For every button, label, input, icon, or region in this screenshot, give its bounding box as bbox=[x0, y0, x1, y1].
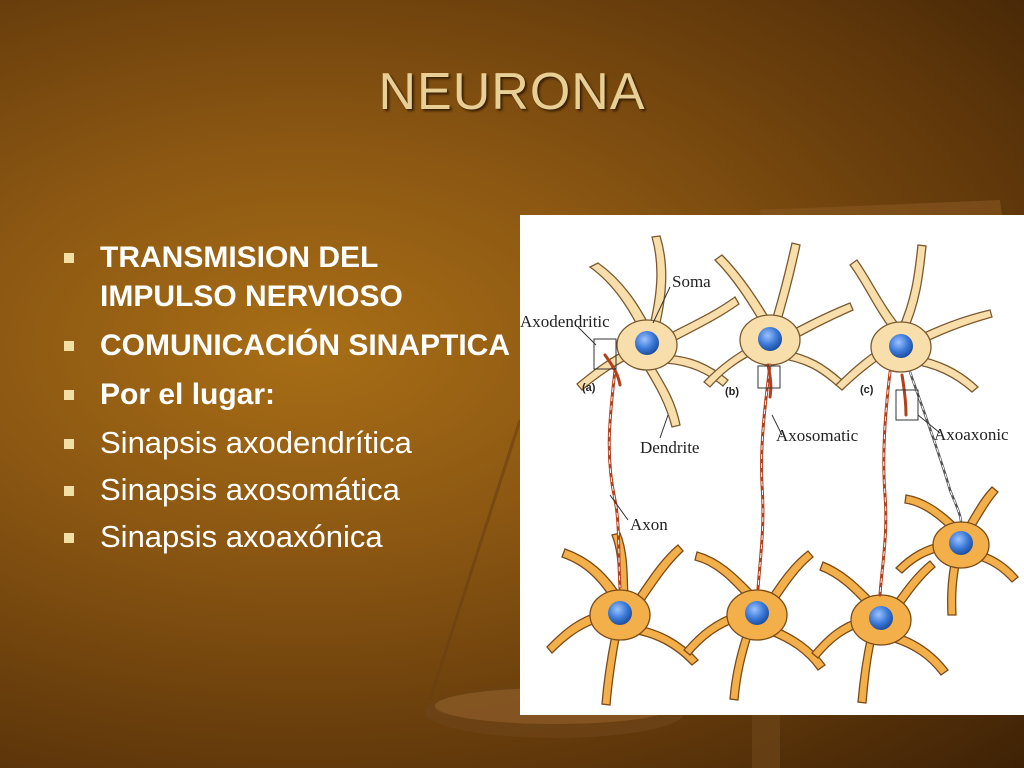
label-panel-a: (a) bbox=[582, 382, 596, 394]
bullet-text: Sinapsis axosomática bbox=[100, 472, 400, 507]
bullet-item: COMUNICACIÓN SINAPTICA bbox=[60, 326, 510, 365]
slide-title: NEURONA bbox=[378, 63, 646, 121]
square-bullet-icon bbox=[64, 253, 74, 263]
synapse-diagram: Soma Axodendritic Dendrite Axon Axosomat… bbox=[520, 235, 1019, 706]
bullet-text: Sinapsis axodendrítica bbox=[100, 425, 412, 460]
bullet-item: Por el lugar: bbox=[60, 375, 510, 414]
label-axodendritic: Axodendritic bbox=[520, 312, 610, 331]
label-axoaxonic: Axoaxonic bbox=[934, 425, 1009, 444]
bullet-list: TRANSMISION DEL IMPULSO NERVIOSO COMUNICA… bbox=[60, 238, 510, 565]
label-dendrite: Dendrite bbox=[640, 438, 699, 457]
upper-neuron-b bbox=[703, 242, 854, 388]
scale-post bbox=[752, 715, 780, 768]
lower-neuron-c bbox=[811, 560, 949, 704]
synapse-box-a bbox=[593, 338, 617, 370]
square-bullet-icon bbox=[64, 439, 74, 449]
bullet-item: Sinapsis axodendrítica bbox=[60, 424, 510, 461]
synapse-box-c bbox=[895, 389, 919, 421]
bullet-text: TRANSMISION DEL IMPULSO NERVIOSO bbox=[100, 241, 403, 313]
lower-neuron-a bbox=[546, 532, 699, 706]
neuron-synapse-figure: Soma Axodendritic Dendrite Axon Axosomat… bbox=[520, 215, 1024, 715]
label-panel-b: (b) bbox=[725, 386, 739, 398]
square-bullet-icon bbox=[64, 533, 74, 543]
square-bullet-icon bbox=[64, 486, 74, 496]
lower-neuron-b bbox=[683, 550, 826, 701]
upper-neuron-a bbox=[576, 235, 740, 428]
label-axosomatic: Axosomatic bbox=[776, 426, 859, 445]
leader-lines bbox=[577, 286, 941, 521]
bullet-item: Sinapsis axosomática bbox=[60, 471, 510, 508]
bullet-text: Por el lugar: bbox=[100, 378, 276, 411]
axons bbox=[603, 353, 963, 597]
label-soma: Soma bbox=[672, 272, 711, 291]
synapse-box-b bbox=[757, 365, 781, 389]
bullet-text: COMUNICACIÓN SINAPTICA bbox=[100, 329, 510, 362]
bullet-item: TRANSMISION DEL IMPULSO NERVIOSO bbox=[60, 238, 510, 316]
label-axon: Axon bbox=[630, 515, 668, 534]
square-bullet-icon bbox=[64, 390, 74, 400]
upper-neuron-c bbox=[835, 244, 993, 393]
scale-string bbox=[428, 419, 522, 701]
bullet-text: Sinapsis axoaxónica bbox=[100, 519, 383, 554]
square-bullet-icon bbox=[64, 341, 74, 351]
label-panel-c: (c) bbox=[860, 384, 874, 396]
bullet-item: Sinapsis axoaxónica bbox=[60, 518, 510, 555]
lower-neuron-d bbox=[895, 486, 1019, 616]
